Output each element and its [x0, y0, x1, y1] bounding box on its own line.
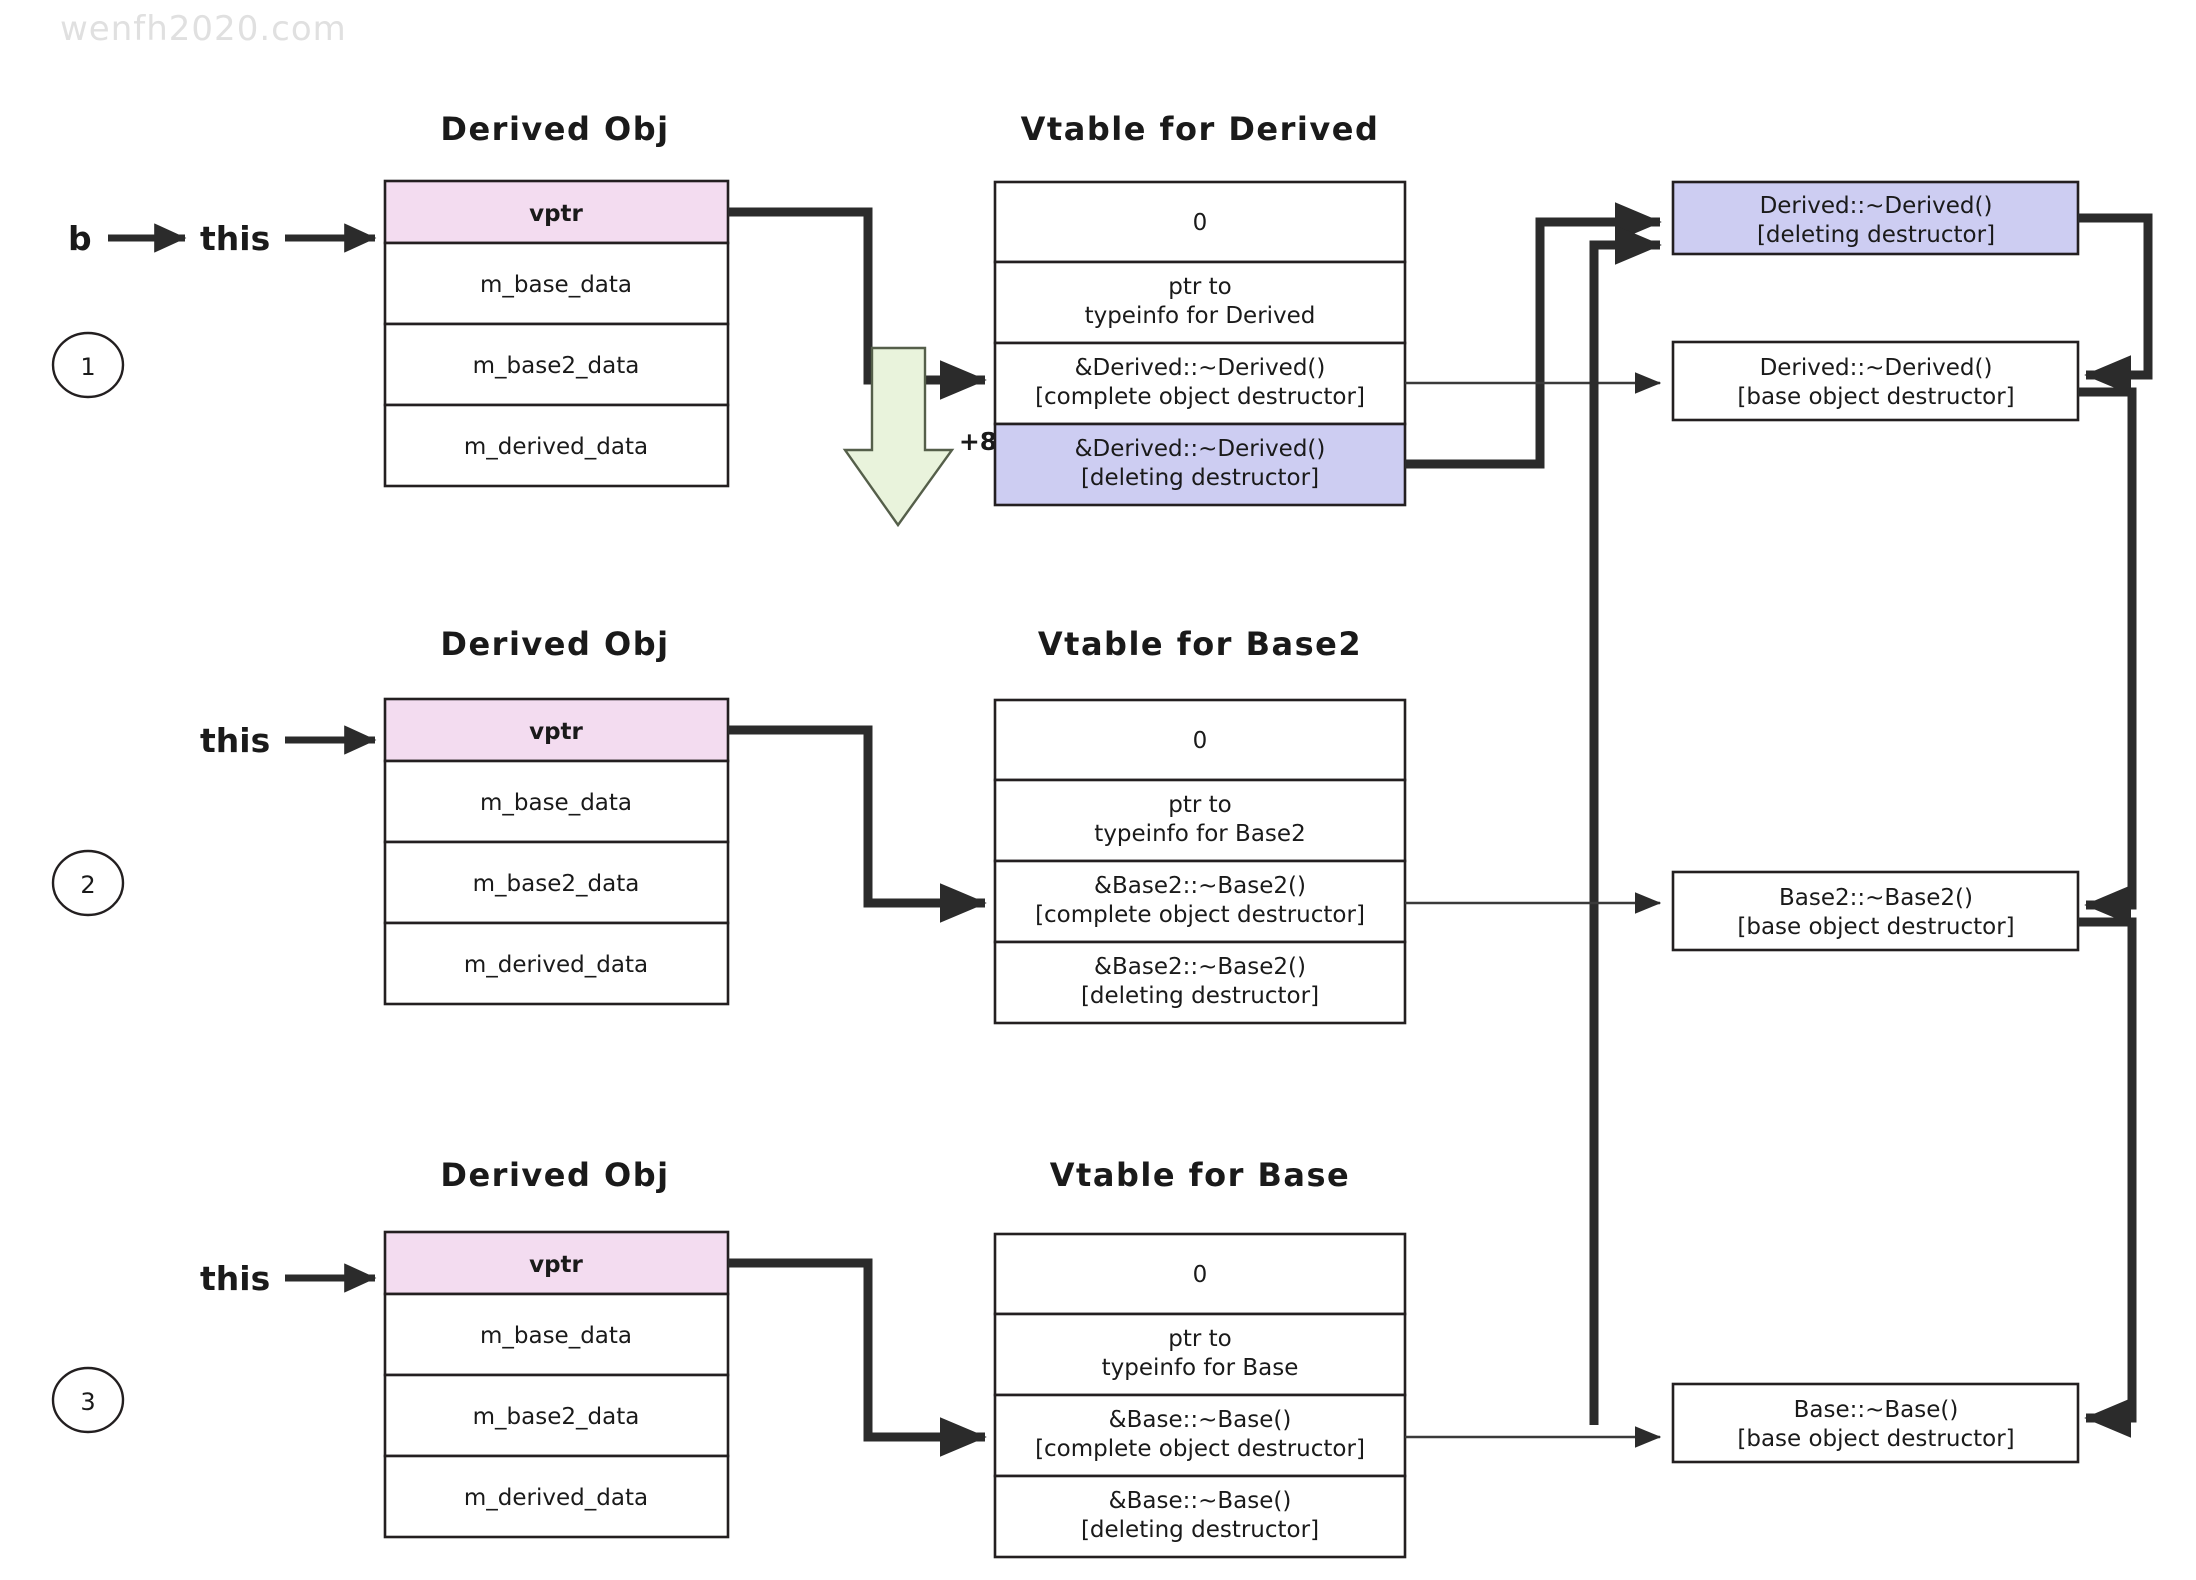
section-2-vtable-cell-2-l2: [complete object destructor] [1035, 902, 1365, 928]
section-2-obj-cell-2: m_base2_data [473, 871, 640, 897]
section-1-obj-cell-1: m_base_data [480, 272, 632, 298]
arrow-return-derived-to-base2 [2078, 387, 2137, 925]
section-3-obj-cell-0: vptr [529, 1252, 583, 1278]
pointer-label-b: b [68, 219, 92, 258]
section-2-vtable-cell-1-l2: typeinfo for Base2 [1094, 821, 1305, 847]
step-marker-1 [51, 331, 125, 399]
section-2-obj-cell-3: m_derived_data [464, 952, 648, 978]
section-1-obj-row-derived [383, 403, 730, 488]
section-2-vtable-row-1 [993, 778, 1407, 863]
fn-box-derived-deleting [1671, 180, 2080, 256]
section-3-vtable-row-1 [993, 1312, 1407, 1397]
section-1-vtable-cell-3-l2: [deleting destructor] [1081, 465, 1319, 491]
section-1-vtable-title: Vtable for Derived [1021, 110, 1380, 148]
step-marker-3 [51, 1366, 125, 1434]
fn-box-base2-base [1671, 870, 2080, 952]
fn-box-base-base [1671, 1382, 2080, 1464]
step-marker-2-label: 2 [80, 871, 95, 899]
section-2-vtable-cell-0-l1: 0 [1193, 728, 1208, 754]
section-3-obj-cell-2: m_base2_data [473, 1404, 640, 1430]
arrow-return-deleting-to-derived-base [2078, 213, 2153, 395]
fn-base-base-l2: [base object destructor] [1737, 1426, 2014, 1452]
offset-label: +8 [959, 427, 997, 456]
section-2-obj-row-base2 [383, 840, 730, 925]
section-3-vtable-cell-1-l1: ptr to [1168, 1326, 1231, 1352]
section-2-vtable-cell-1-l1: ptr to [1168, 792, 1231, 818]
section-1-vtable-row-0 [993, 180, 1407, 264]
arrow-vptr-to-vtable-3 [728, 1258, 987, 1457]
step-marker-1-label: 1 [80, 353, 95, 381]
arrow-vtable-deleting-to-fn [1405, 202, 1662, 469]
section-1-vtable-cell-1-l1: ptr to [1168, 274, 1231, 300]
section-2-object-title: Derived Obj [440, 625, 669, 663]
section-1-obj-cell-0: vptr [529, 201, 583, 227]
section-2-vtable-cell-3-l2: [deleting destructor] [1081, 983, 1319, 1009]
arrow-return-base2-to-base [2078, 917, 2137, 1438]
section-2-vtable-cell-2-l1: &Base2::~Base2() [1094, 873, 1306, 899]
step-marker-2 [51, 849, 125, 917]
fn-derived-base-l2: [base object destructor] [1737, 384, 2014, 410]
fn-base2-base-l2: [base object destructor] [1737, 914, 2014, 940]
section-1-vtable-cell-1-l2: typeinfo for Derived [1085, 303, 1316, 329]
fn-derived-deleting-l2: [deleting destructor] [1757, 222, 1995, 248]
section-1-obj-cell-2: m_base2_data [473, 353, 640, 379]
section-2-obj-row-vptr [383, 697, 730, 763]
section-2-vtable-title: Vtable for Base2 [1038, 625, 1362, 663]
section-1-this-label: this [200, 219, 270, 258]
fn-box-derived-base [1671, 340, 2080, 422]
section-2-vtable-cell-3-l1: &Base2::~Base2() [1094, 954, 1306, 980]
section-3-vtable-cell-2-l2: [complete object destructor] [1035, 1436, 1365, 1462]
section-3-this-label: this [200, 1259, 270, 1298]
section-1-vtable-cell-2-l2: [complete object destructor] [1035, 384, 1365, 410]
section-3-vtable-cell-3-l1: &Base::~Base() [1109, 1488, 1292, 1514]
section-1-vtable-cell-3-l1: &Derived::~Derived() [1075, 436, 1326, 462]
section-1-object-title: Derived Obj [440, 110, 669, 148]
section-2-obj-row-base [383, 759, 730, 844]
section-2-obj-row-derived [383, 921, 730, 1006]
offset-arrow-icon [842, 346, 955, 528]
section-2-obj-cell-1: m_base_data [480, 790, 632, 816]
fn-derived-deleting-l1: Derived::~Derived() [1760, 193, 1993, 219]
section-3-obj-row-base2 [383, 1373, 730, 1458]
section-3-vtable-cell-0-l1: 0 [1193, 1262, 1208, 1288]
section-3-vtable-cell-2-l1: &Base::~Base() [1109, 1407, 1292, 1433]
arrow-vptr-to-vtable-2 [728, 725, 987, 923]
section-3-obj-cell-3: m_derived_data [464, 1485, 648, 1511]
section-2-vtable-row-3 [993, 940, 1407, 1025]
section-1-obj-row-base2 [383, 322, 730, 407]
section-3-vtable-row-3 [993, 1474, 1407, 1559]
section-3-vtable-row-2 [993, 1393, 1407, 1478]
section-3-vtable-row-0 [993, 1232, 1407, 1316]
section-1-obj-cell-3: m_derived_data [464, 434, 648, 460]
section-1-vtable-row-3 [993, 422, 1407, 507]
section-3-object-title: Derived Obj [440, 1156, 669, 1194]
section-1-vtable-row-1 [993, 260, 1407, 345]
section-2-vtable-row-0 [993, 698, 1407, 782]
section-3-vtable-cell-3-l2: [deleting destructor] [1081, 1517, 1319, 1543]
section-2-this-label: this [200, 721, 270, 760]
section-2-obj-cell-0: vptr [529, 719, 583, 745]
section-1-vtable-cell-0-l1: 0 [1193, 210, 1208, 236]
step-marker-3-label: 3 [80, 1388, 95, 1416]
watermark: wenfh2020.com [60, 9, 347, 49]
fn-base2-base-l1: Base2::~Base2() [1779, 885, 1973, 911]
section-1-obj-row-base [383, 241, 730, 326]
section-3-vtable-cell-1-l2: typeinfo for Base [1102, 1355, 1299, 1381]
section-1-vtable-row-2 [993, 341, 1407, 426]
section-1-vtable-cell-2-l1: &Derived::~Derived() [1075, 355, 1326, 381]
section-3-obj-cell-1: m_base_data [480, 1323, 632, 1349]
section-3-obj-row-derived [383, 1454, 730, 1539]
section-2-vtable-row-2 [993, 859, 1407, 944]
arrow-riser-to-fn-deleting [1589, 225, 1662, 1425]
arrow-vptr-to-vtable-1 [728, 207, 987, 400]
section-3-vtable-title: Vtable for Base [1050, 1156, 1350, 1194]
fn-derived-base-l1: Derived::~Derived() [1760, 355, 1993, 381]
fn-base-base-l1: Base::~Base() [1794, 1397, 1959, 1423]
section-3-obj-row-base [383, 1292, 730, 1377]
